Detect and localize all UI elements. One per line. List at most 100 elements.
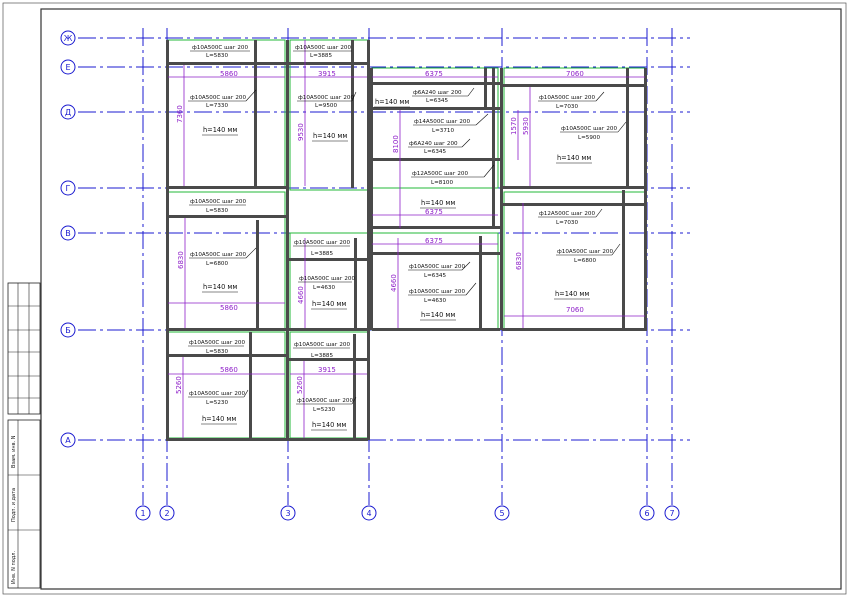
dim-5860-mid: 5860 [220,304,238,312]
axis-bubble-5: 5 [494,505,510,521]
slab-thickness: h=140 мм [555,290,589,298]
slab-thickness: h=140 мм [375,98,409,106]
rebar-length: L=5230 [206,400,228,406]
slab-thickness: h=140 мм [313,132,347,140]
rebar-label: ф10А500С шаг 200 [409,264,465,270]
stamp-podp: Подп. и дата [11,488,17,522]
rebar-label: ф10А500С шаг 200 [539,95,595,101]
dim-6830-left: 6830 [177,251,185,269]
dimension-lines [168,40,645,438]
dim-5260-a: 5260 [175,376,183,394]
rebar-label: ф12А500С шаг 200 [539,211,595,217]
axis-bubble-e: Е [60,59,76,75]
axis-label-a: А [65,436,71,445]
slab-thickness: h=140 мм [312,421,346,429]
axis-bubble-7: 7 [664,505,680,521]
rebar-length: L=5230 [313,407,335,413]
rebar-length: L=8100 [431,180,453,186]
rebar-label: ф10А500С шаг 200 [294,342,350,348]
dim-5930: 5930 [522,117,530,135]
axis-bubble-g: Г [60,180,76,196]
axis-bubble-v: В [60,225,76,241]
rebar-label: ф10А500С шаг 200 [557,249,613,255]
rebar-length: L=4630 [424,298,446,304]
axis-bubble-a: А [60,432,76,448]
dim-4660-a: 4660 [297,286,305,304]
rebar-length: L=7330 [206,103,228,109]
dim-5260-b: 5260 [296,376,304,394]
dim-8100: 8100 [392,135,400,153]
dim-3915-top: 3915 [318,70,336,78]
axis-label-6: 6 [644,509,649,518]
rebar-length: L=3885 [310,53,332,59]
rebar-length: L=5830 [206,208,228,214]
rebar-label: ф10А500С шаг 200 [298,95,354,101]
dim-6375-top: 6375 [425,70,443,78]
axis-label-zh: Ж [64,34,73,43]
axis-bubble-1: 1 [135,505,151,521]
rebar-length: L=6800 [206,261,228,267]
slab-thickness: h=140 мм [203,283,237,291]
dim-6830-right: 6830 [515,252,523,270]
rebar-label: ф10А500С шаг 200 [189,340,245,346]
stamp-vzam: Взам. инв. N [11,435,17,468]
rebar-label: ф10А500С шаг 200 [294,240,350,246]
dim-6375-lower: 6375 [425,237,443,245]
rebar-length: L=7030 [556,220,578,226]
rebar-label: ф12А500С шаг 200 [412,171,468,177]
stamp-inv: Инв. N подл. [11,551,17,584]
rebar-length: L=6800 [574,258,596,264]
dim-7060-mid: 7060 [566,306,584,314]
rebar-length: L=6345 [424,149,446,155]
rebar-label: ф6А240 шаг 200 [413,90,462,96]
axis-bubble-d: Д [60,104,76,120]
rebar-length: L=3885 [311,353,333,359]
dim-7060-top: 7060 [566,70,584,78]
slab-thickness: h=140 мм [557,154,591,162]
rebar-label: ф14А500С шаг 200 [414,119,470,125]
rebar-length: L=5830 [206,349,228,355]
slab-thickness: h=140 мм [421,311,455,319]
rebar-label: ф10А500С шаг 200 [190,252,246,258]
axis-bubble-4: 4 [361,505,377,521]
rebar-label: ф10А500С шаг 200 [190,95,246,101]
rebar-label: ф10А500С шаг 200 [297,398,353,404]
dim-3915-low: 3915 [318,366,336,374]
rebar-length: L=9500 [315,103,337,109]
axis-bubble-6: 6 [639,505,655,521]
axis-label-b: Б [65,326,71,335]
rebar-label: ф10А500С шаг 200 [190,199,246,205]
axis-label-g: Г [66,184,71,193]
dim-5860-top: 5860 [220,70,238,78]
slab-thickness: h=140 мм [312,300,346,308]
rebar-length: L=3885 [311,251,333,257]
rebar-length: L=5830 [206,53,228,59]
axis-bubble-2: 2 [159,505,175,521]
left-stamp: Взам. инв. N Подп. и дата Инв. N подл. [7,282,41,589]
axis-label-d: Д [65,108,71,117]
rebar-length: L=6345 [424,273,446,279]
axis-label-e: Е [65,63,70,72]
axis-bubble-zh: Ж [60,30,76,46]
axis-label-v: В [65,229,71,238]
rebar-label: ф10А500С шаг 200 [295,45,351,51]
dim-9530: 9530 [297,123,305,141]
slab-thickness: h=140 мм [202,415,236,423]
axis-bubble-3: 3 [280,505,296,521]
slab-thickness: h=140 мм [421,199,455,207]
axis-label-5: 5 [499,509,504,518]
axis-label-1: 1 [140,509,145,518]
rebar-length: L=7030 [556,104,578,110]
axis-label-4: 4 [366,509,371,518]
dim-4660-b: 4660 [390,274,398,292]
beams [166,40,647,441]
axis-label-2: 2 [164,509,169,518]
rebar-length: L=4630 [313,285,335,291]
rebar-length: L=5900 [578,135,600,141]
axis-label-7: 7 [669,509,674,518]
dim-6375-mid: 6375 [425,208,443,216]
dim-1570: 1570 [510,117,518,135]
rebar-label: ф10А500С шаг 200 [299,276,355,282]
